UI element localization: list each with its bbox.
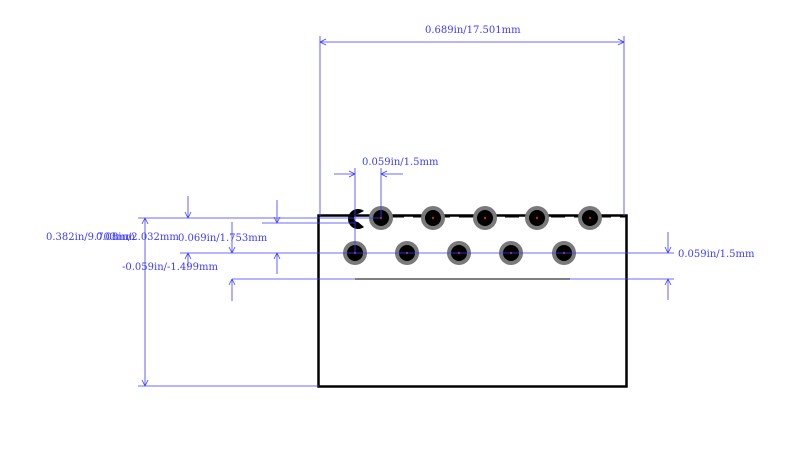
dim-pitch-label: 0.059in/1.5mm — [362, 157, 439, 168]
dim-right-pitch-label: 0.059in/1.5mm — [678, 249, 755, 260]
dim-overall-height-label: 0.382in/9.703mm — [46, 232, 136, 243]
dim-offset-a-label: 0.08in/2.032mm — [96, 232, 179, 243]
pad — [578, 206, 602, 230]
pad — [421, 206, 445, 230]
pad — [473, 206, 497, 230]
dimension-lines — [138, 36, 674, 387]
dim-top-width-label: 0.689in/17.501mm — [425, 25, 521, 36]
pad — [525, 206, 549, 230]
dim-neg-offset-label: -0.059in/-1.499mm — [122, 262, 219, 273]
dim-row-offset-label: 0.069in/1.753mm — [178, 233, 268, 244]
pad-row-1 — [369, 206, 602, 230]
component-body — [317, 214, 628, 388]
pin1-marker — [348, 209, 364, 229]
